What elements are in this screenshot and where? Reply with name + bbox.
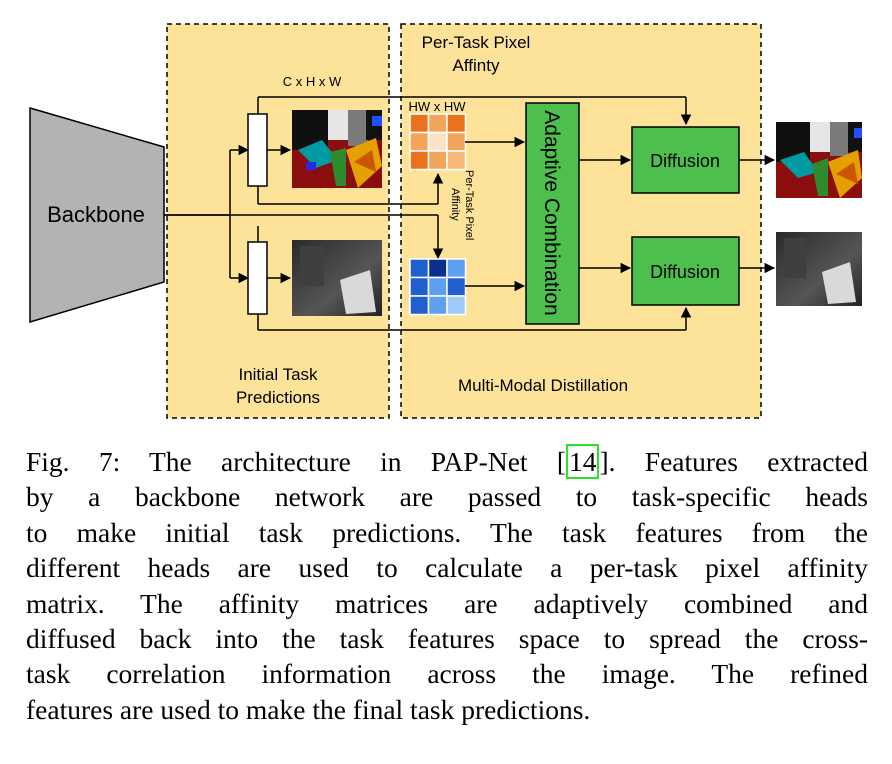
hwhw-label: HW x HW: [408, 99, 466, 114]
caption-line-8: features are used to make the final task…: [26, 693, 591, 725]
multimodal-label: Multi-Modal Distillation: [458, 376, 628, 395]
affinity-cell: [427, 131, 448, 152]
final-depth-image: [776, 232, 862, 306]
segmentation-affinity-matrix: [409, 113, 467, 171]
caption-line-7: task correlation information across the …: [26, 658, 868, 690]
pixel-affinity-title-line2: Affinty: [453, 56, 500, 75]
affinity-vertical-line2: Affinity: [449, 188, 461, 221]
depth-head: [247, 241, 268, 315]
affinity-cell: [409, 113, 430, 134]
affinity-cell: [409, 295, 430, 316]
affinity-cell: [446, 295, 467, 316]
initial-predictions-panel: [166, 23, 390, 419]
affinity-cell: [427, 295, 448, 316]
initial-predictions-label-line2: Predictions: [236, 388, 320, 407]
pap-net-diagram: Backbone C x H x W: [29, 23, 862, 419]
affinity-cell: [427, 113, 448, 134]
segmentation-prediction-image: [292, 110, 382, 188]
affinity-cell: [446, 131, 467, 152]
figure-caption: Fig. 7: The architecture in PAP-Net [14]…: [26, 444, 868, 727]
affinity-cell: [446, 113, 467, 134]
affinity-cell: [427, 276, 448, 297]
caption-line-4: different heads are used to calculate a …: [26, 552, 868, 584]
caption-line-5: matrix. The affinity matrices are adapti…: [26, 587, 868, 619]
affinity-cell: [409, 150, 430, 171]
depth-prediction-image: [292, 240, 382, 316]
affinity-cell: [409, 258, 430, 279]
affinity-cell: [427, 258, 448, 279]
adaptive-combination-block: [525, 102, 580, 325]
caption-line-6: diffused back into the task features spa…: [26, 623, 868, 655]
diffusion-bottom-label: Diffusion: [650, 262, 720, 282]
diffusion-bottom-block: [631, 236, 740, 306]
affinity-cell: [409, 276, 430, 297]
affinity-cell: [446, 276, 467, 297]
reference-link[interactable]: 14: [565, 444, 600, 479]
affinity-vertical-line1: Per-Task Pixel: [463, 170, 475, 240]
diffusion-top-label: Diffusion: [650, 151, 720, 171]
backbone-label: Backbone: [47, 202, 145, 227]
caption-line-3: to make initial task predictions. The ta…: [26, 516, 868, 548]
affinity-cell: [446, 150, 467, 171]
affinity-cell: [446, 258, 467, 279]
caption-line-1: Fig. 7: The architecture in PAP-Net [14]…: [26, 444, 868, 479]
segmentation-head: [247, 113, 268, 187]
pixel-affinity-title-line1: Per-Task Pixel: [422, 33, 531, 52]
chw-label: C x H x W: [283, 74, 342, 89]
final-segmentation-image: [776, 122, 862, 198]
backbone-block: [29, 107, 165, 324]
affinity-cell: [409, 131, 430, 152]
depth-affinity-matrix: [409, 258, 467, 316]
affinity-cell: [427, 150, 448, 171]
initial-predictions-label-line1: Initial Task: [238, 365, 318, 384]
multimodal-distillation-panel: [400, 23, 762, 419]
adaptive-combination-label: Adaptive Combination: [540, 110, 563, 315]
caption-line-2: by a backbone network are passed to task…: [26, 481, 868, 513]
